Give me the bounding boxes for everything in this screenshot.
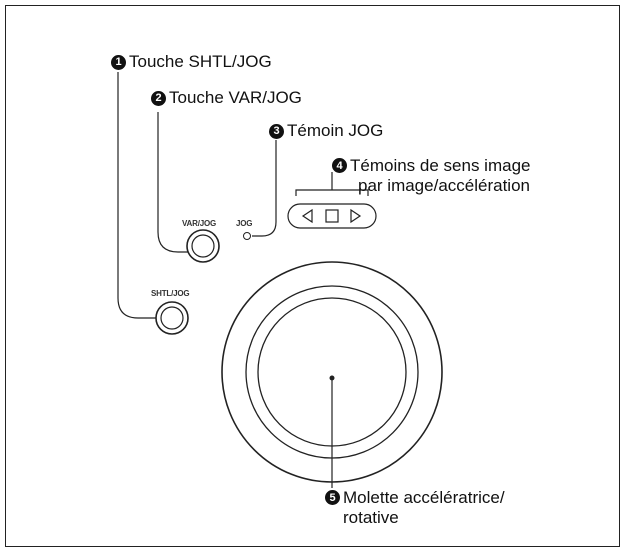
shtl-jog-button — [155, 301, 189, 335]
var-jog-panel-label: VAR/JOG — [182, 219, 217, 228]
callout-1: 1 Touche SHTL/JOG — [111, 52, 272, 72]
leader-line-2 — [157, 112, 192, 253]
callout-text-1: Touche SHTL/JOG — [129, 52, 272, 71]
callout-number-2: 2 — [151, 90, 166, 106]
callout-text-5-line-2: rotative — [343, 508, 399, 527]
callout-5: 5 Molette accélératrice/ rotative — [325, 488, 505, 528]
jog-indicator-lamp — [243, 232, 251, 240]
dial-center-dot — [329, 375, 335, 381]
leader-line-4 — [295, 172, 369, 196]
leader-line-3 — [252, 140, 277, 237]
callout-number-5: 5 — [325, 490, 340, 505]
callout-4: 4 Témoins de sens image par image/accélé… — [332, 156, 530, 196]
triangle-right-icon — [350, 208, 362, 224]
callout-3: 3 Témoin JOG — [269, 121, 383, 141]
callout-number-1: 1 — [111, 54, 126, 70]
callout-number-3: 3 — [269, 123, 284, 139]
shtl-jog-panel-label: SHTL/JOG — [151, 289, 190, 298]
diagram-frame — [5, 5, 620, 547]
callout-text-4-line-2: par image/accélération — [358, 176, 530, 195]
direction-indicator-strip — [287, 203, 377, 229]
jog-panel-label: JOG — [236, 219, 253, 228]
callout-text-3: Témoin JOG — [287, 121, 384, 140]
callout-text-2: Touche VAR/JOG — [169, 88, 302, 107]
callout-text-5-line-1: Molette accélératrice/ — [343, 488, 505, 507]
var-jog-button — [186, 229, 220, 263]
callout-text-4-line-1: Témoins de sens image — [350, 156, 531, 175]
callout-number-4: 4 — [332, 158, 347, 173]
leader-line-1 — [117, 72, 156, 319]
square-icon — [325, 209, 339, 223]
triangle-left-icon — [301, 208, 313, 224]
callout-2: 2 Touche VAR/JOG — [151, 88, 302, 108]
shuttle-jog-dial — [221, 261, 443, 483]
